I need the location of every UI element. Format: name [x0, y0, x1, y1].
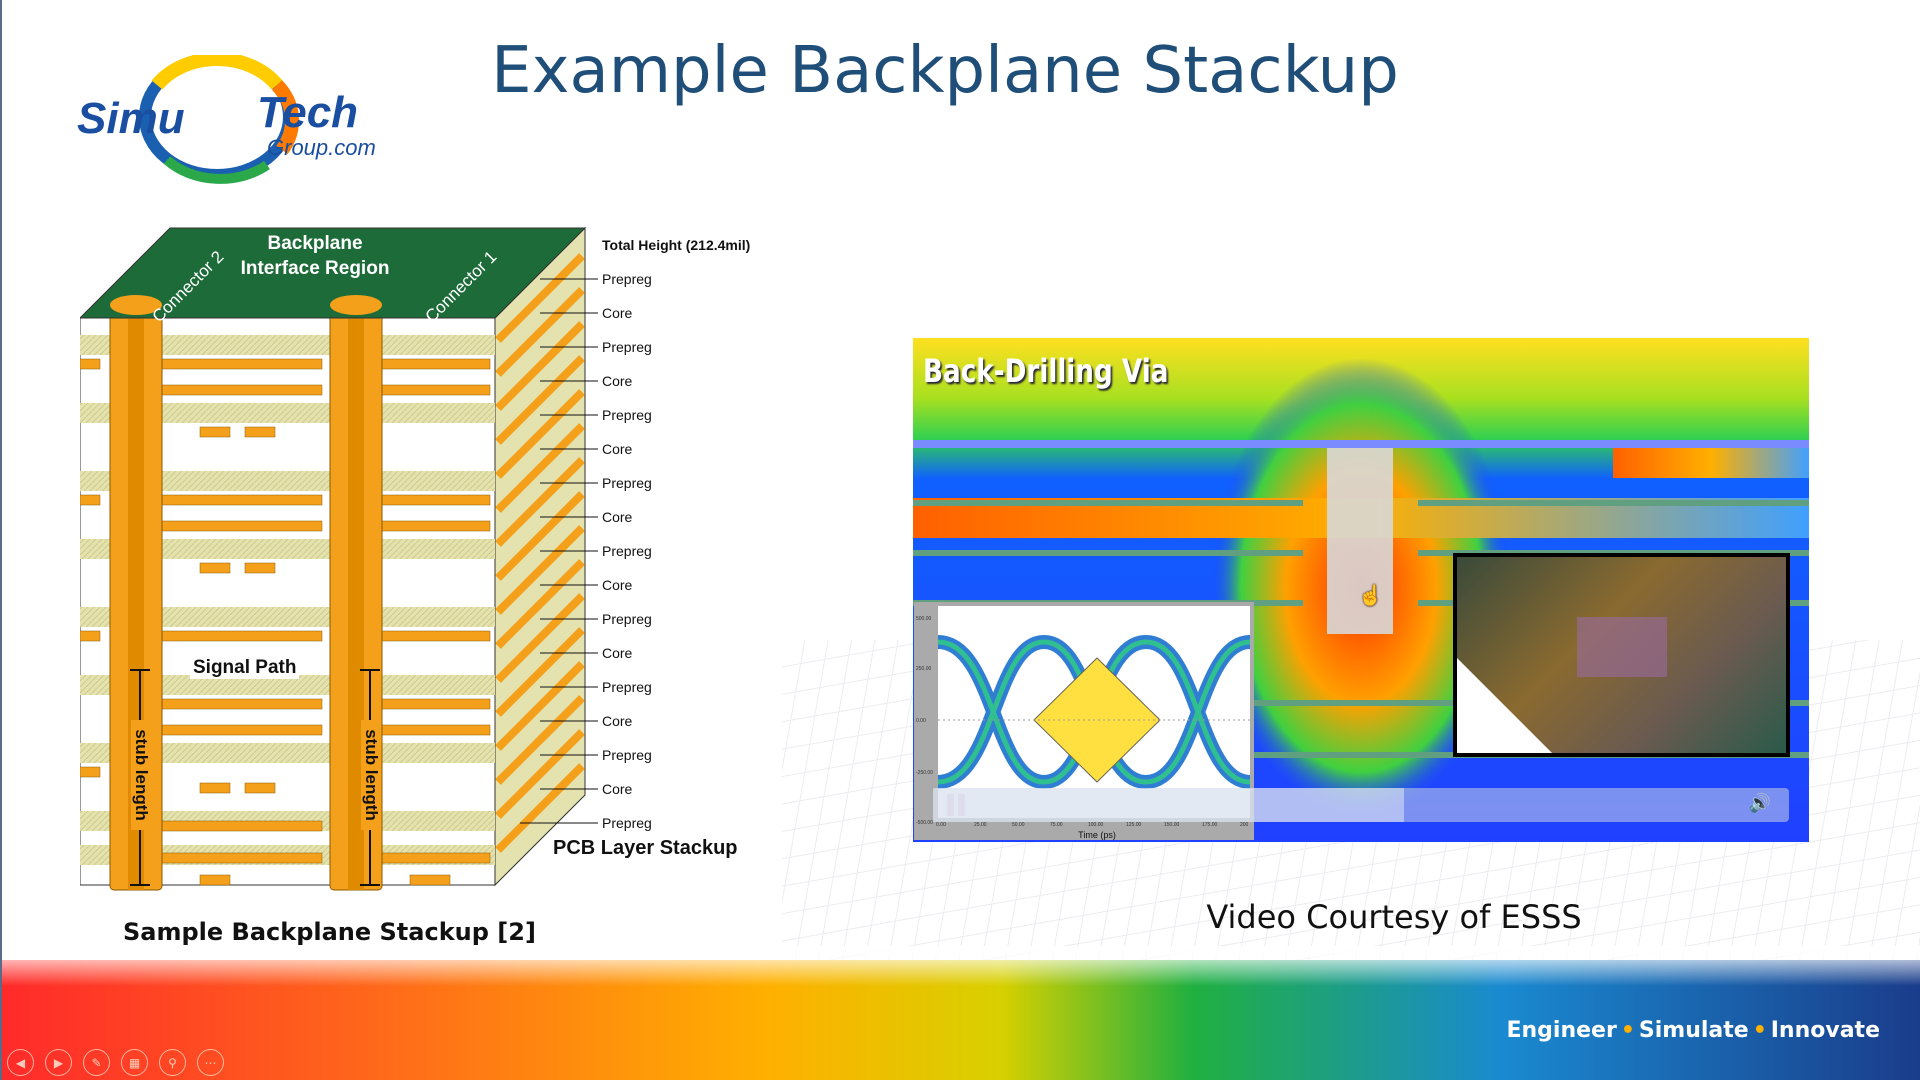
video-control-bar[interactable]: 🔊: [933, 788, 1789, 822]
eye-x-tick: 175.00: [1202, 822, 1218, 828]
eye-x-tick: 200: [1240, 822, 1249, 828]
eye-y-tick: -250.00: [916, 770, 933, 776]
eye-x-tick: 150.00: [1164, 822, 1180, 828]
eye-y-tick: 500.00: [916, 616, 932, 622]
eye-y-tick: 250.00: [916, 666, 932, 672]
stub-length-label-right: stub length: [361, 720, 381, 830]
video-caption: Video Courtesy of ESSS: [1206, 898, 1582, 936]
tagline-innovate: Innovate: [1770, 1018, 1880, 1043]
hand-cursor-icon: ☝: [1358, 585, 1383, 607]
logo-text-simu: Simu: [77, 94, 185, 143]
video-title: Back-Drilling Via: [923, 352, 1169, 390]
layer-label: Core: [602, 441, 633, 457]
eye-x-tick: 125.00: [1126, 822, 1142, 828]
slides-icon[interactable]: ▦: [121, 1049, 148, 1076]
layer-label: Core: [602, 713, 633, 729]
stub-length-label-left: stub length: [131, 720, 151, 830]
layer-label: Core: [602, 373, 633, 389]
tagline: Engineer•Simulate•Innovate: [1506, 1018, 1880, 1043]
layer-label: Prepreg: [602, 815, 652, 831]
tagline-simulate: Simulate: [1638, 1018, 1749, 1043]
eye-x-tick: 50.00: [1012, 822, 1025, 828]
layer-label: Prepreg: [602, 679, 652, 695]
layer-label: Core: [602, 781, 633, 797]
backplane-interface-label: Backplane Interface Region: [240, 233, 390, 279]
layer-label: Core: [602, 577, 633, 593]
slide-title: Example Backplane Stackup: [491, 34, 1399, 108]
video-progress[interactable]: [933, 788, 1404, 822]
eye-y-tick: -500.00: [916, 820, 933, 826]
layer-label: Prepreg: [602, 747, 652, 763]
simutech-logo: Simu Tech Group.com: [77, 55, 376, 184]
footer-rainbow-band: [2, 946, 1920, 1080]
volume-icon[interactable]: 🔊: [1748, 793, 1771, 813]
eye-x-tick: 25.00: [974, 822, 987, 828]
stackup-illustration: [78, 226, 598, 891]
tagline-engineer: Engineer: [1506, 1018, 1617, 1043]
pcb-layer-stackup-label: PCB Layer Stackup: [553, 837, 738, 859]
layer-label: Prepreg: [602, 271, 652, 287]
layer-label: Prepreg: [602, 339, 652, 355]
layer-label: Prepreg: [602, 407, 652, 423]
stackup-caption: Sample Backplane Stackup [2]: [123, 918, 536, 946]
next-icon[interactable]: ▶: [45, 1049, 72, 1076]
logo-text-tech: Tech: [257, 88, 358, 137]
layer-label: Prepreg: [602, 475, 652, 491]
zoom-icon[interactable]: ⚲: [159, 1049, 186, 1076]
pcb-render-inset: [1453, 553, 1790, 757]
total-height-label: Total Height (212.4mil): [602, 237, 751, 253]
pause-icon[interactable]: [945, 794, 967, 816]
layer-label: Core: [602, 645, 633, 661]
eye-x-tick: 100.00: [1088, 822, 1104, 828]
logo-text-group: Group.com: [267, 135, 376, 160]
previous-icon[interactable]: ◀: [7, 1049, 34, 1076]
eye-y-tick: 0.00: [916, 718, 926, 724]
video-player[interactable]: Back-Drilling Via 500.00 250.00 0.00 -25…: [913, 338, 1809, 842]
layer-label: Core: [602, 305, 633, 321]
eye-x-label: Time (ps): [1078, 830, 1116, 840]
pen-icon[interactable]: ✎: [83, 1049, 110, 1076]
signal-path-label: Signal Path: [190, 657, 300, 679]
eye-x-tick: 0.00: [936, 822, 946, 828]
layer-label: Core: [602, 509, 633, 525]
eye-x-tick: 75.00: [1050, 822, 1063, 828]
layer-label: Prepreg: [602, 543, 652, 559]
more-icon[interactable]: ⋯: [197, 1049, 224, 1076]
backplane-stackup-diagram: Backplane Interface Region Connector 2 C…: [78, 225, 790, 915]
layer-label: Prepreg: [602, 611, 652, 627]
